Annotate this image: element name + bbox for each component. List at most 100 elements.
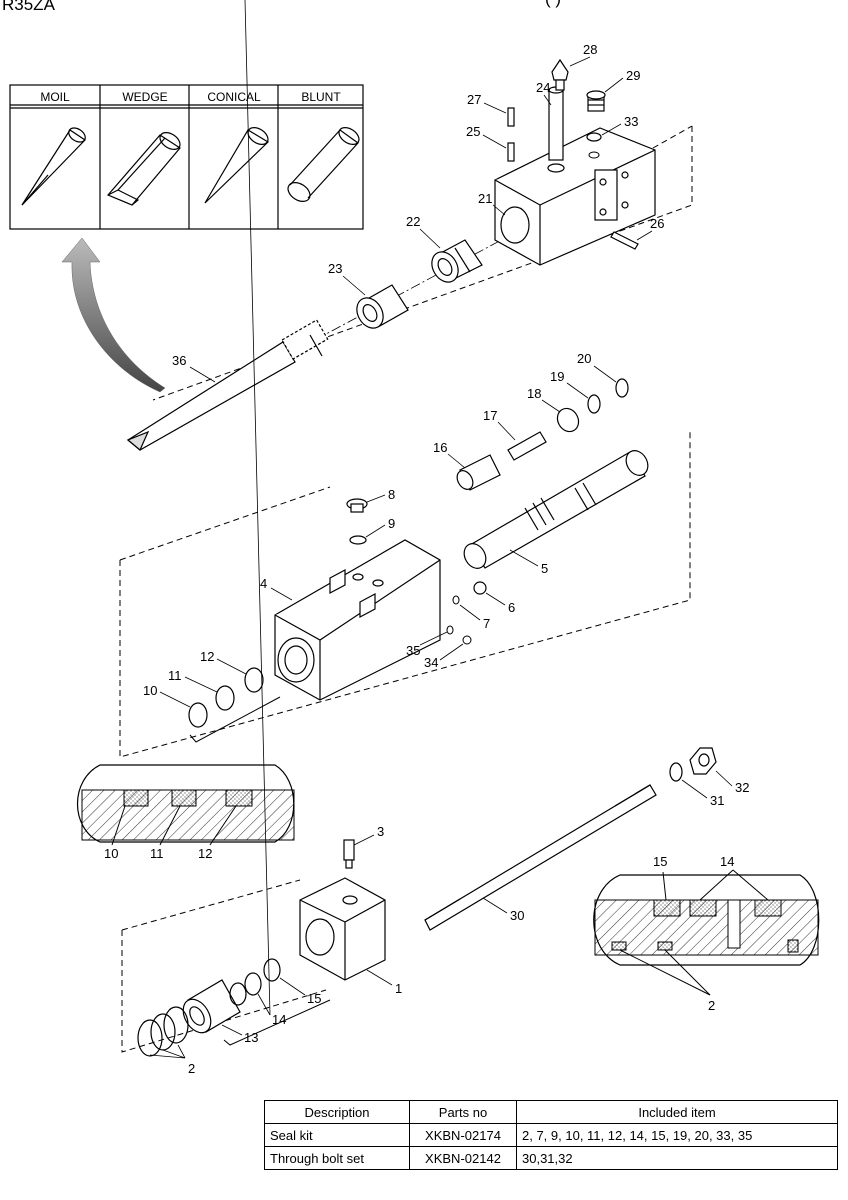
header-partial: ( ): [545, 0, 561, 8]
callout-27: 27: [467, 92, 481, 107]
callout-12: 12: [200, 649, 214, 664]
part-6-plug: [473, 581, 487, 595]
callout-2a: 2: [188, 1061, 195, 1076]
conical-tip-drawing: [204, 127, 269, 204]
callout-5: 5: [541, 561, 548, 576]
callout-10b: 10: [104, 846, 118, 861]
callout-19: 19: [550, 369, 564, 384]
part-14-ring-a: [229, 982, 247, 1006]
part-19-oring: [587, 394, 601, 414]
callout-14b: 14: [720, 854, 734, 869]
callout-4: 4: [260, 576, 267, 591]
lower-assembly-frame: [121, 879, 327, 1053]
part-18-cap: [556, 407, 580, 433]
callout-26: 26: [650, 216, 664, 231]
callout-6: 6: [508, 600, 515, 615]
cell-included-item: 2, 7, 9, 10, 11, 12, 14, 15, 19, 20, 33,…: [516, 1123, 838, 1147]
callout-2b: 2: [708, 998, 715, 1013]
part-8-plug: [346, 498, 368, 513]
seal-detail-b: [593, 869, 820, 996]
callout-9: 9: [388, 516, 395, 531]
table-row: Seal kit XKBN-02174 2, 7, 9, 10, 11, 12,…: [264, 1123, 838, 1147]
part-33-oring: [586, 132, 602, 142]
tool-type-wedge: WEDGE: [122, 90, 167, 104]
callout-25: 25: [466, 124, 480, 139]
column-header-description: Description: [264, 1100, 410, 1124]
seal-detail-a: [77, 764, 295, 846]
callout-32: 32: [735, 780, 749, 795]
callout-22: 22: [406, 214, 420, 229]
callout-11b: 11: [150, 846, 164, 861]
callout-34: 34: [424, 655, 438, 670]
tool-type-arrow: [61, 237, 166, 393]
part-11-ring: [215, 685, 235, 711]
callout-24: 24: [536, 80, 550, 95]
tool-type-blunt: BLUNT: [301, 90, 341, 104]
cell-parts-no: XKBN-02142: [409, 1146, 517, 1170]
part-13-body: [182, 979, 241, 1034]
part-35-oring: [446, 625, 454, 635]
callout-10: 10: [143, 683, 157, 698]
part-25-pin: [507, 142, 515, 162]
part-30-through-bolt: [424, 784, 657, 931]
callout-21: 21: [478, 191, 492, 206]
callout-23: 23: [328, 261, 342, 276]
part-15-ring: [263, 958, 281, 982]
part-29-plug: [586, 90, 606, 112]
cell-parts-no: XKBN-02174: [409, 1123, 517, 1147]
callout-35: 35: [406, 643, 420, 658]
tool-type-conical: CONICAL: [207, 90, 261, 104]
part-5-piston: [463, 450, 649, 569]
part-4-cylinder: [274, 539, 441, 701]
callout-15: 15: [307, 991, 321, 1006]
callout-7: 7: [483, 616, 490, 631]
column-header-included-item: Included item: [516, 1100, 838, 1124]
part-2-ring-a: [137, 1019, 163, 1057]
part-26-pin: [610, 231, 639, 250]
callout-33: 33: [624, 114, 638, 129]
tool-type-moil: MOIL: [40, 90, 70, 104]
seal-group-bracket-b: [223, 999, 331, 1046]
part-34-plug: [462, 635, 472, 645]
part-9-oring: [349, 535, 367, 545]
part-27-pin: [507, 107, 515, 127]
upper-centerline: [299, 229, 521, 349]
callout-1: 1: [395, 981, 402, 996]
upper-assembly-frame: [152, 125, 693, 401]
part-7-oring: [452, 595, 460, 605]
part-22-bushing: [431, 239, 483, 283]
callout-labels: 1 2 2 3 4 5 6 7 8 9 10 10 11 11 12 12 13…: [104, 0, 749, 1076]
moil-tip-drawing: [21, 127, 86, 206]
part-14-ring-b: [244, 972, 262, 996]
callout-30: 30: [510, 908, 524, 923]
callout-31: 31: [710, 793, 724, 808]
callout-29: 29: [626, 68, 640, 83]
part-24-pin: [547, 86, 565, 173]
part-1-back-head: [299, 877, 386, 981]
callout-11: 11: [168, 668, 182, 683]
part-2-ring-c: [163, 1006, 189, 1044]
callout-16: 16: [433, 440, 447, 455]
cell-included-item: 30,31,32: [516, 1146, 838, 1170]
callout-3: 3: [377, 824, 384, 839]
callout-36: 36: [172, 353, 186, 368]
model-label: R35ZA: [2, 0, 56, 14]
part-21-front-head: [494, 127, 656, 266]
callout-14: 14: [272, 1012, 286, 1027]
column-header-parts-no: Parts no: [409, 1100, 517, 1124]
part-16-valve: [456, 454, 501, 491]
callout-20: 20: [577, 351, 591, 366]
part-12-ring: [244, 667, 264, 693]
callout-28: 28: [583, 42, 597, 57]
part-20-ring: [615, 378, 629, 398]
middle-assembly-frame: [119, 430, 691, 758]
callout-12b: 12: [198, 846, 212, 861]
callout-8: 8: [388, 487, 395, 502]
part-28-grease-nipple: [551, 58, 569, 91]
part-2-ring-b: [150, 1013, 176, 1051]
blunt-tip-drawing: [287, 127, 360, 202]
cell-description: Seal kit: [264, 1123, 410, 1147]
table-row: Through bolt set XKBN-02142 30,31,32: [264, 1146, 838, 1170]
callout-17: 17: [483, 408, 497, 423]
